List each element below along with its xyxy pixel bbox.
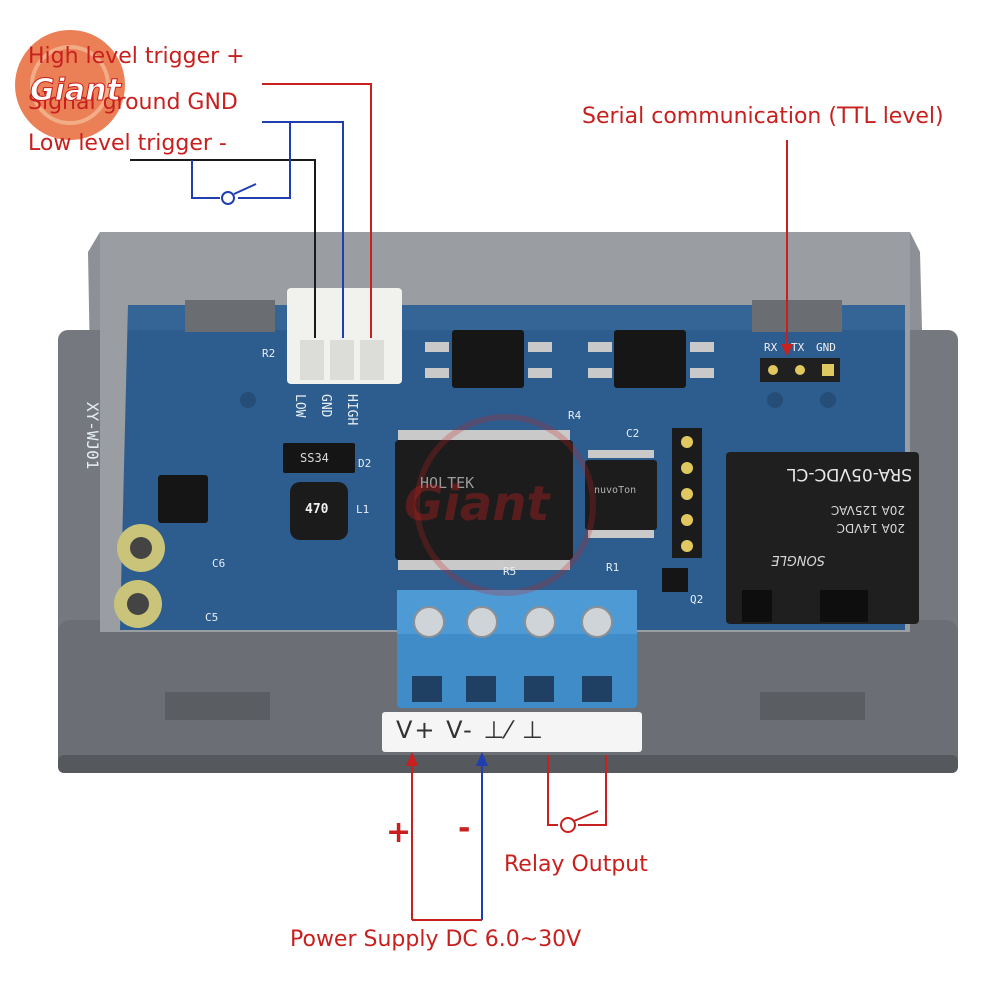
label-high-trigger: High level trigger + xyxy=(28,44,245,69)
chip2-marking: nuvoTon xyxy=(594,485,637,496)
designator-r5: R5 xyxy=(503,565,517,578)
designator-l1: L1 xyxy=(356,503,370,516)
relay xyxy=(726,452,919,624)
label-power-minus: - xyxy=(458,811,471,846)
transistor-q2 xyxy=(662,568,688,592)
input-switch-wire xyxy=(191,121,343,199)
secondary-chip xyxy=(585,460,657,530)
inductor-470 xyxy=(290,482,348,540)
label-signal-ground: Signal ground GND xyxy=(28,90,238,115)
mcu-marking: HOLTEK xyxy=(420,474,475,492)
designator-c2: C2 xyxy=(626,427,640,440)
mcu-chip xyxy=(395,440,573,560)
optocoupler-1 xyxy=(452,330,524,388)
bezel-slot-right xyxy=(760,692,865,720)
designator-c6: C6 xyxy=(212,557,226,570)
label-power-plus: + xyxy=(386,815,412,850)
wire-high-trigger xyxy=(262,83,372,338)
connector-pin-high: HIGH xyxy=(344,394,359,426)
relay-switch-contact xyxy=(560,817,576,833)
designator-r4: R4 xyxy=(568,409,582,422)
housing-clip-right xyxy=(752,300,842,332)
serial-pin-rx: RX xyxy=(764,341,778,354)
designator-r2: R2 xyxy=(262,347,276,360)
serial-pin-tx: TX xyxy=(791,341,805,354)
giant-logo-text: Giant xyxy=(30,73,122,108)
optocoupler-2 xyxy=(614,330,686,388)
wire-relay-output xyxy=(547,755,607,826)
connector-pin-low: LOW xyxy=(292,394,307,418)
terminal-label: V+ V- ⊥⁄ ⊥ xyxy=(396,716,545,744)
label-serial: Serial communication (TTL level) xyxy=(582,104,944,129)
watermark-text: Giant xyxy=(404,476,550,532)
designator-d2: D2 xyxy=(358,457,372,470)
relay-rating-1: 20A 125VAC xyxy=(830,503,905,517)
connector-pin-gnd: GND xyxy=(318,394,333,418)
board-model: XY-WJ01 xyxy=(83,402,102,470)
relay-brand: SONGLE xyxy=(771,552,825,567)
serial-pin-gnd: GND xyxy=(816,341,836,354)
housing-rim xyxy=(58,755,958,773)
diode-ss34 xyxy=(283,443,355,473)
inductor-marking: 470 xyxy=(305,502,329,517)
bezel-slot-left xyxy=(165,692,270,720)
designator-r1: R1 xyxy=(606,561,620,574)
input-switch-contact xyxy=(221,191,235,205)
relay-rating-2: 20A 14VDC xyxy=(836,521,905,535)
label-relay-output: Relay Output xyxy=(504,852,648,877)
label-low-trigger: Low level trigger - xyxy=(28,131,227,156)
diode-marking: SS34 xyxy=(300,451,329,465)
designator-q2: Q2 xyxy=(690,593,704,606)
housing-clip-left xyxy=(185,300,275,332)
relay-model: SRA-05VDC-CL xyxy=(786,464,912,484)
small-ic xyxy=(158,475,208,523)
terminal-label-plate xyxy=(382,712,642,752)
designator-c5: C5 xyxy=(205,611,219,624)
label-power-supply: Power Supply DC 6.0~30V xyxy=(290,927,582,952)
